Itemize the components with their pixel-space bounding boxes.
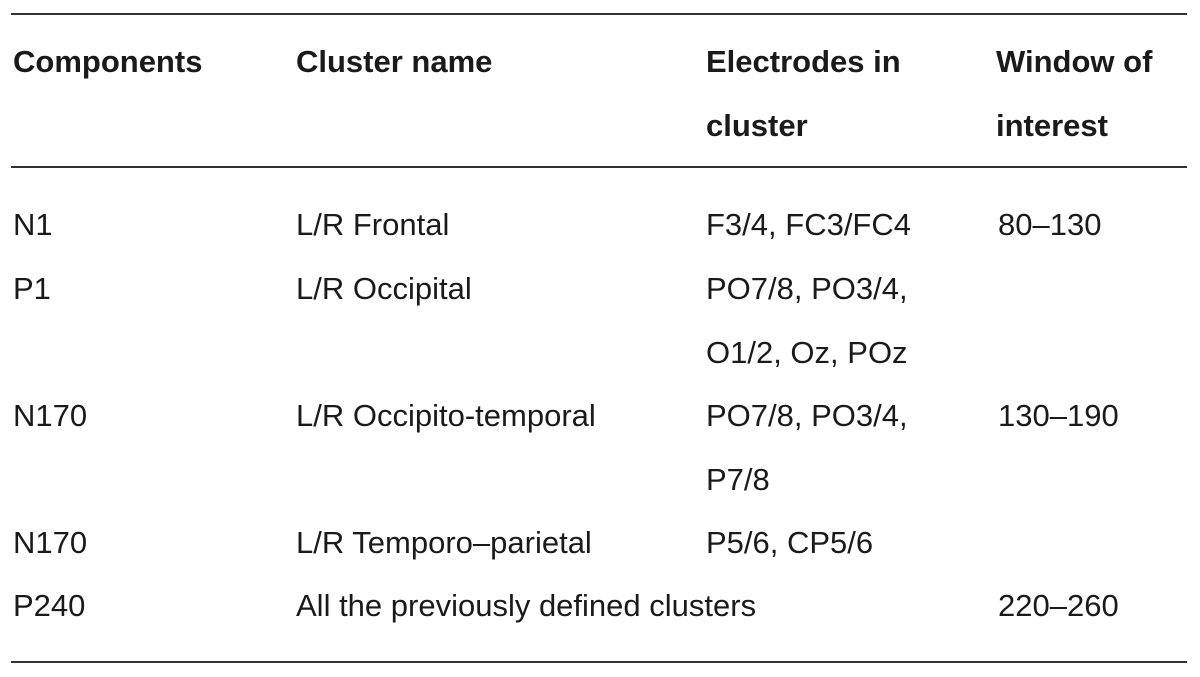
table-row-window: 220–260 [998, 588, 1119, 623]
table-row-component: P1 [13, 271, 51, 306]
table-row-cluster: L/R Frontal [296, 207, 450, 242]
header-electrodes-line1: Electrodes in [706, 44, 901, 79]
table-row-electrodes: PO7/8, PO3/4, [706, 271, 908, 306]
table-row-electrodes: P5/6, CP5/6 [706, 525, 874, 560]
table-row-window: 130–190 [998, 398, 1119, 433]
table-bottom-rule [11, 661, 1187, 663]
table-row-electrodes-cont: O1/2, Oz, POz [706, 335, 908, 370]
table-row-window: 80–130 [998, 207, 1102, 242]
header-components: Components [13, 44, 203, 79]
table-row-component: P240 [13, 588, 86, 623]
header-rule [11, 166, 1187, 168]
table-row-electrodes: PO7/8, PO3/4, [706, 398, 908, 433]
header-window-line1: Window of [996, 44, 1153, 79]
table-row-electrodes: F3/4, FC3/FC4 [706, 207, 911, 242]
table-row-component: N1 [13, 207, 53, 242]
table-row-electrodes-cont: P7/8 [706, 462, 770, 497]
header-electrodes-line2: cluster [706, 108, 808, 143]
table-row-cluster: L/R Temporo–parietal [296, 525, 592, 560]
table-row-component: N170 [13, 398, 88, 433]
table-row-cluster: L/R Occipito-temporal [296, 398, 596, 433]
table-row-cluster: All the previously defined clusters [296, 588, 757, 623]
header-window-line2: interest [996, 108, 1108, 143]
table-row-cluster: L/R Occipital [296, 271, 472, 306]
table-top-rule [11, 13, 1187, 15]
table-row-component: N170 [13, 525, 88, 560]
header-cluster-name: Cluster name [296, 44, 493, 79]
